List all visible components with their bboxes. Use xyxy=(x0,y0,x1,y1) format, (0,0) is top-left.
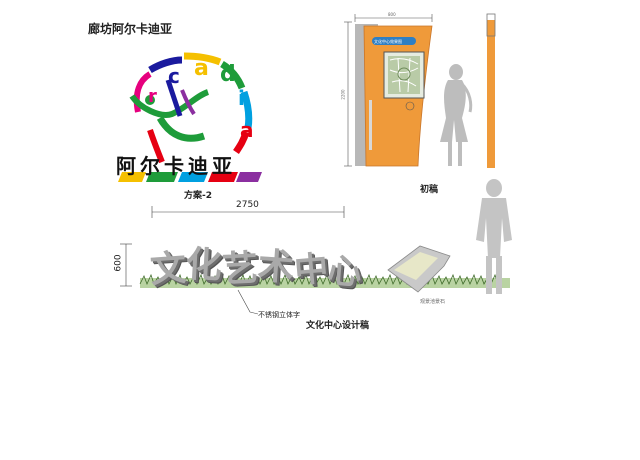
woman-silhouette xyxy=(440,64,473,166)
logo-letter: d xyxy=(220,62,236,87)
logo-figure-leg xyxy=(147,129,165,164)
stone-note: 观景池景石 xyxy=(420,299,446,305)
stone-face xyxy=(394,252,438,280)
sign-panel-header: 文化中心效果图 xyxy=(374,39,402,44)
logo-figure-body xyxy=(156,116,206,142)
sign-height-label: 2200 xyxy=(340,89,346,100)
logo-color-bar xyxy=(236,172,262,182)
logo-color-bar xyxy=(146,172,178,182)
sign-elevation xyxy=(344,13,496,168)
logo-letter: i xyxy=(238,86,245,110)
steel-letter: 心 xyxy=(326,250,364,294)
logo-letter: r xyxy=(148,86,157,107)
logo-arc-stroke xyxy=(240,90,253,129)
grass-blades xyxy=(139,273,499,286)
logo-chinese-mark: 阿尔卡迪亚 xyxy=(116,154,236,178)
dimension-height-label: 600 xyxy=(113,254,124,272)
steel-letter: 术 xyxy=(256,245,296,290)
logo-arc-stroke xyxy=(133,71,152,113)
material-note: 不锈钢立体字 xyxy=(258,311,300,319)
logo-letter: a xyxy=(194,56,209,81)
logo-color-bar xyxy=(178,172,208,182)
logo-color-bar xyxy=(118,172,146,182)
logo-arc-stroke xyxy=(233,131,250,154)
logo-graphic xyxy=(118,52,262,182)
grass-strip xyxy=(140,278,510,288)
logo-color-bar xyxy=(208,172,238,182)
logo-figure-arm xyxy=(129,89,210,118)
sign-width-label: 800 xyxy=(388,12,396,17)
logo-letter: a xyxy=(240,118,254,142)
logo-figure-head xyxy=(145,95,155,105)
logo-letter: c xyxy=(168,64,180,88)
logo-caption: 方案-2 xyxy=(184,191,212,201)
sign-caption: 初稿 xyxy=(420,185,439,195)
cultural-sign xyxy=(120,179,512,315)
page-title: 廊坊阿尔卡迪亚 xyxy=(88,22,173,36)
sign-map-image xyxy=(388,56,420,94)
man-silhouette xyxy=(476,179,512,294)
sign-side-post-top xyxy=(486,13,496,37)
logo-figure-stroke xyxy=(165,79,183,117)
dimension-width-label: 2750 xyxy=(236,200,259,210)
sign-header-band xyxy=(372,37,416,45)
cultural-sign-caption: 文化中心设计稿 xyxy=(306,321,370,331)
logo-arc-stroke xyxy=(183,52,222,66)
logo-arc-stroke xyxy=(148,56,183,74)
sign-side-post xyxy=(487,20,495,168)
logo-arc-letters: r c a d i a xyxy=(128,56,268,168)
logo-arc-stroke xyxy=(220,60,246,90)
leader-line xyxy=(237,289,259,315)
sign-side-strip xyxy=(369,100,372,150)
steel-letter: 艺 xyxy=(221,248,260,291)
sign-small-logo xyxy=(405,101,415,111)
steel-letters: 文 化 艺 术 中 心 xyxy=(149,236,370,293)
steel-letter: 化 xyxy=(184,244,223,287)
steel-letter: 中 xyxy=(292,248,330,292)
logo-figure-stroke xyxy=(180,89,196,116)
steel-letter: 文 xyxy=(148,247,188,292)
